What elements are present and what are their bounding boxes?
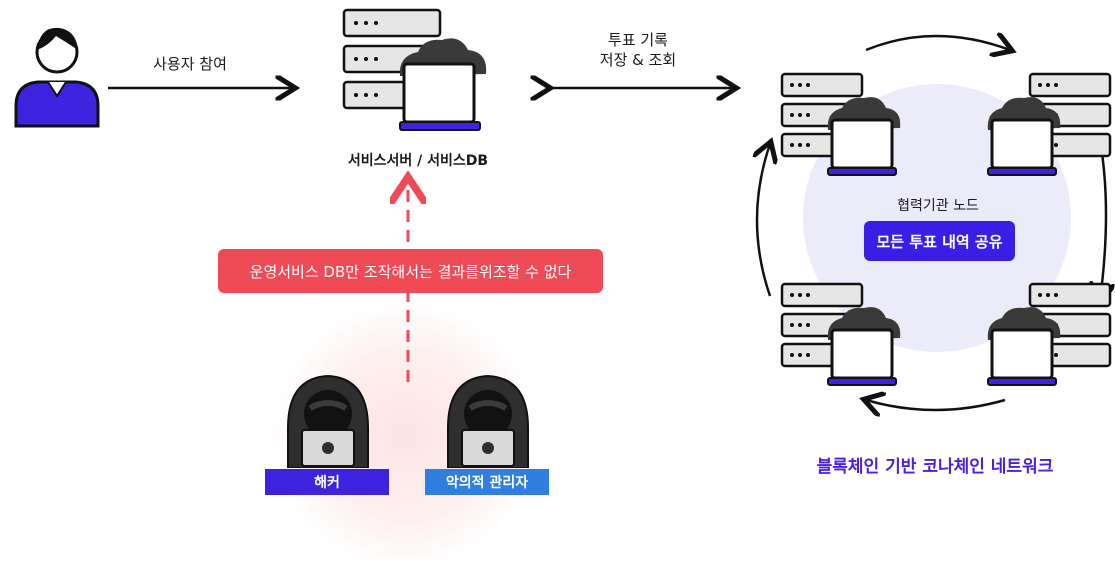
user-participation-label: 사용자 참여 — [153, 55, 227, 73]
server-label: 서비스서버 / 서비스DB — [347, 153, 489, 169]
hacker-label: 해커 — [265, 469, 389, 495]
node-server-icon — [780, 72, 901, 176]
node-label: 협력기관 노드 — [897, 198, 979, 214]
node-server-icon — [987, 282, 1112, 386]
main-server-icon — [342, 8, 487, 131]
hacker-icon — [287, 374, 369, 468]
cycle-arrow-left-icon — [757, 144, 770, 297]
share-badge: 모든 투표 내역 공유 — [864, 221, 1015, 261]
node-server-icon — [780, 282, 901, 386]
cycle-arrow-bottom-icon — [866, 400, 1006, 410]
warning-banner: 운영서비스 DB만 조작해서는 결과를위조할 수 없다 — [218, 249, 603, 293]
cycle-arrow-top-icon — [865, 36, 1010, 50]
network-caption: 블록체인 기반 코나체인 네트워크 — [816, 457, 1054, 477]
vote-record-label: 투표 기록 저장 & 조회 — [578, 30, 698, 70]
vote-record-line1: 투표 기록 — [608, 31, 668, 49]
node-server-icon — [987, 72, 1112, 176]
user-icon — [14, 27, 100, 128]
vote-record-line2: 저장 & 조회 — [599, 51, 677, 69]
admin-label: 악의적 관리자 — [425, 469, 549, 495]
connector-layer — [108, 0, 1115, 493]
admin-icon — [447, 374, 529, 468]
